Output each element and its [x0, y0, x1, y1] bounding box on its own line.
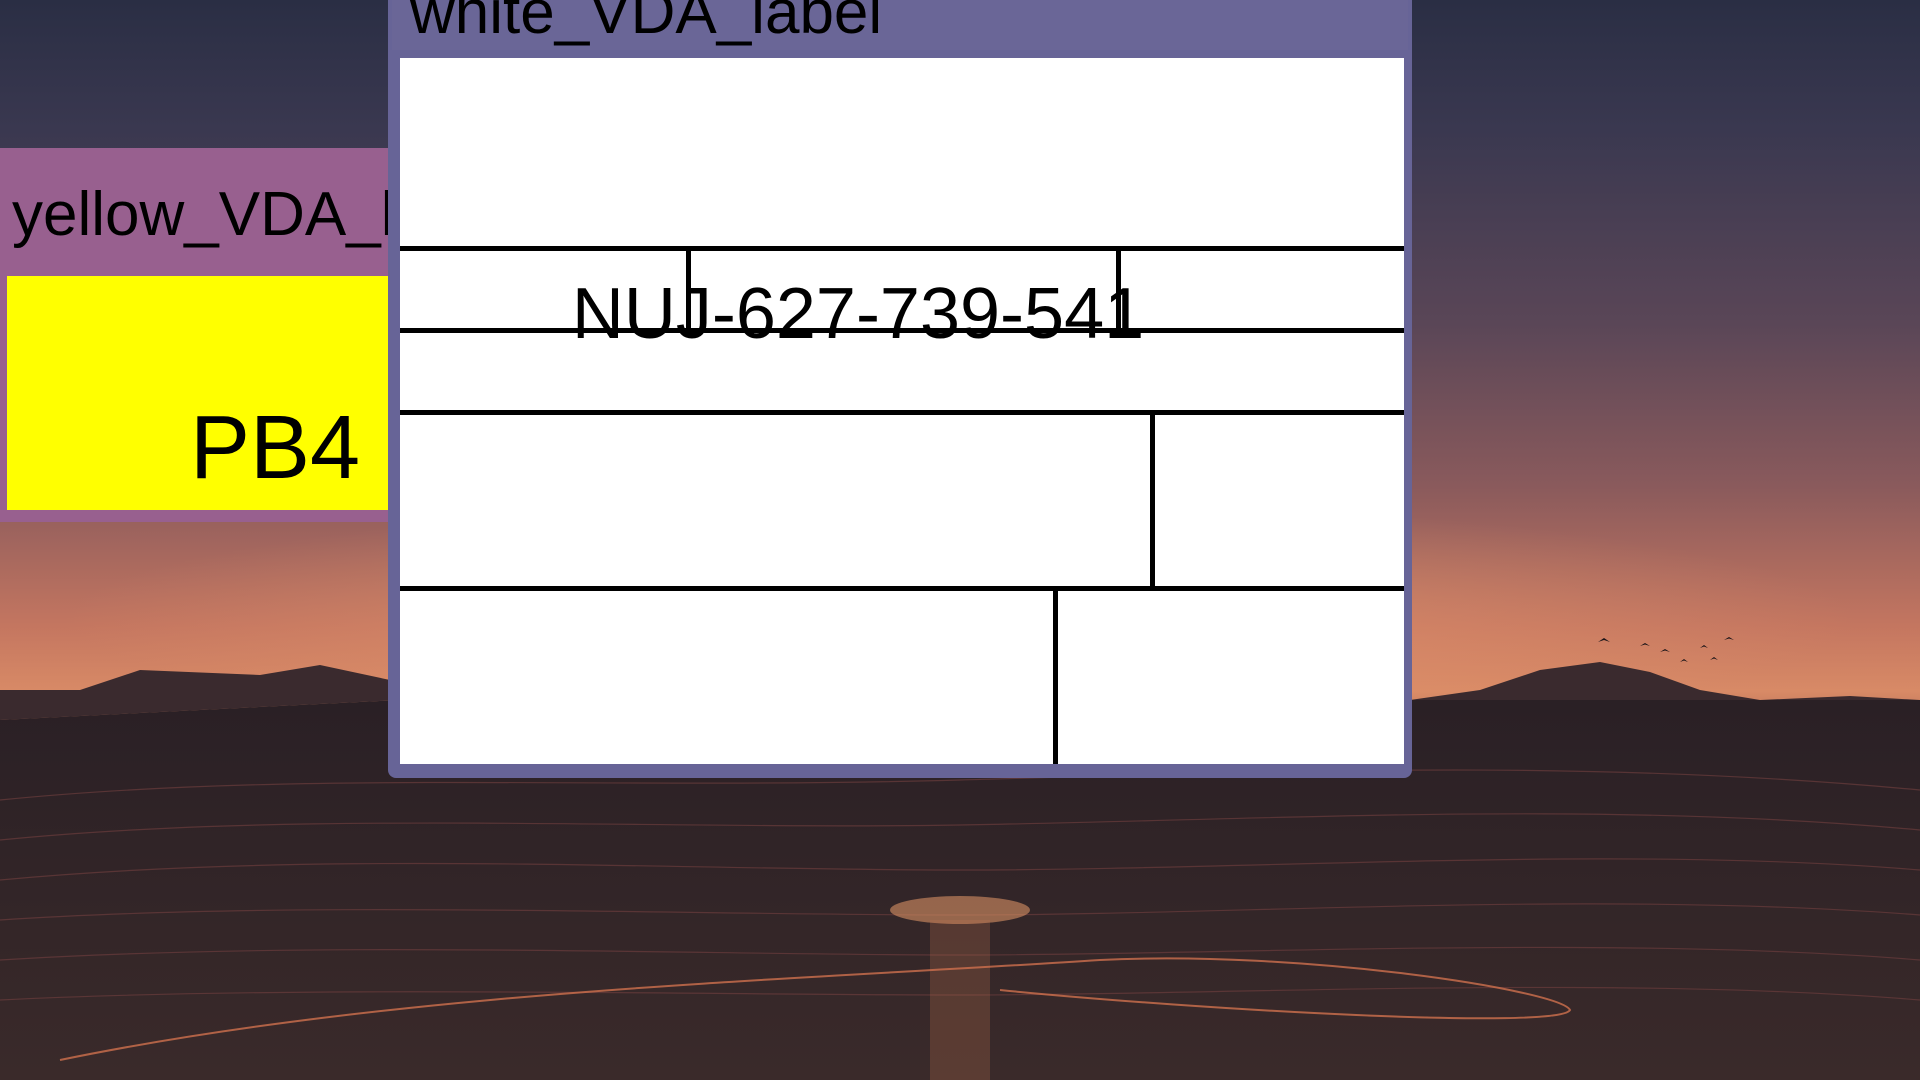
white-label-area: [400, 58, 1404, 764]
label-divider-line: [400, 328, 1404, 333]
label-identifier-text: NUJ-627-739-541: [571, 274, 1145, 354]
yellow-vda-label-window[interactable]: yellow_VDA_label PB4: [0, 148, 512, 522]
label-divider-line: [1053, 586, 1058, 764]
label-divider-line: [400, 410, 1404, 415]
window-title-bar[interactable]: white_VDA_label: [392, 0, 1408, 50]
label-code: PB4: [190, 398, 361, 498]
label-divider-line: [1150, 410, 1155, 588]
label-divider-line: [400, 246, 1404, 251]
label-divider-line: [1116, 246, 1121, 330]
label-divider-line: [686, 246, 691, 330]
label-divider-line: [400, 586, 1404, 591]
yellow-label-area: [7, 276, 400, 510]
window-title: white_VDA_label: [410, 0, 883, 47]
white-vda-label-window[interactable]: white_VDA_label NUJ-627-739-541: [388, 0, 1412, 778]
